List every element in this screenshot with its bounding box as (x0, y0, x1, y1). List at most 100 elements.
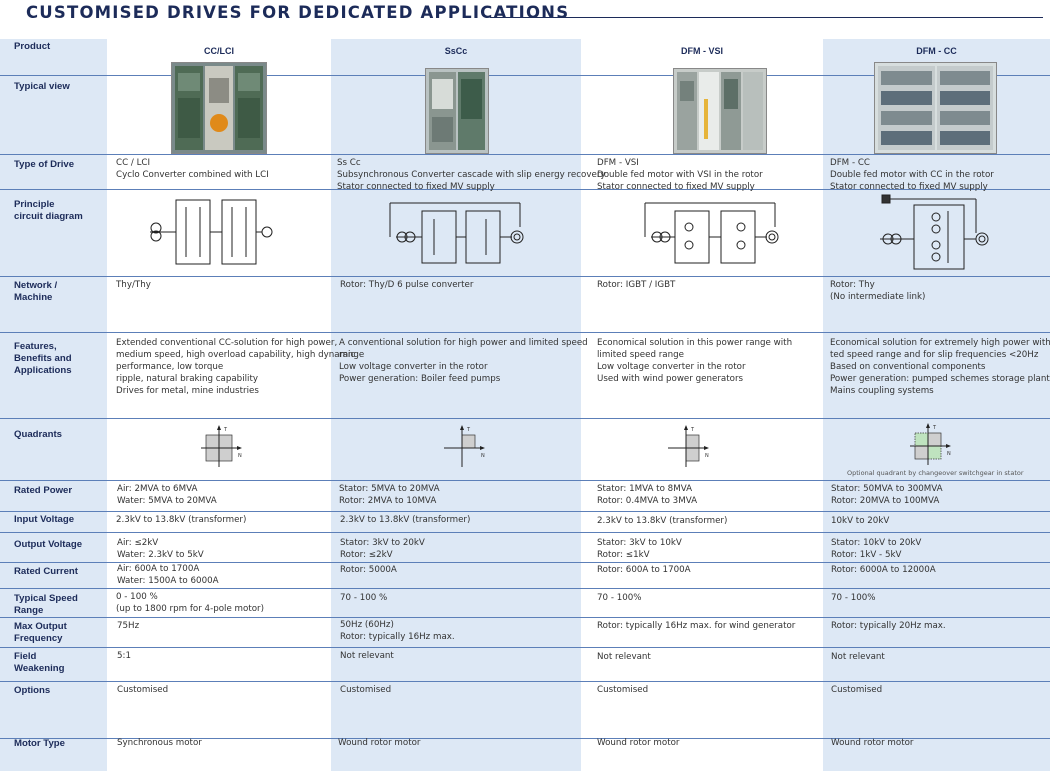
cell-line: Air: ≤2kV (117, 538, 159, 548)
cell-line: Stator connected to fixed MV supply (597, 182, 755, 192)
cell-input-voltage: 2.3kV to 13.8kV (transformer) (597, 515, 727, 527)
row-divider (0, 418, 1050, 419)
cell-line: Rotor: 0.4MVA to 3MVA (597, 496, 698, 506)
row-divider (0, 647, 1050, 648)
cell-line: Wound rotor motor (597, 738, 680, 748)
cell-rated-current: Rotor: 6000A to 12000A (831, 564, 936, 576)
label-speed-range: Typical Speed Range (14, 593, 106, 617)
cell-line: Used with wind power generators (597, 374, 744, 384)
label-motor-type: Motor Type (14, 738, 65, 749)
quadrant-diagram-dfm-vsi: T N (668, 425, 709, 467)
label-line: circuit diagram (14, 211, 83, 222)
header-sscc: SsCc (444, 46, 468, 56)
cell-line: Rotor: 5000A (340, 565, 397, 575)
t-axis-label: T (466, 427, 471, 433)
cell-options: Customised (117, 684, 168, 696)
label-output-voltage: Output Voltage (14, 539, 83, 550)
cell-rated-current: Rotor: 5000A (340, 564, 397, 576)
cell-type: DFM - CC Double fed motor with CC in the… (830, 157, 994, 193)
cell-line: Subsynchronous Converter cascade with sl… (337, 170, 606, 180)
title-underline (490, 17, 1043, 18)
label-line: Field (14, 651, 37, 662)
row-divider (0, 75, 1050, 76)
label-line: Max Output (14, 621, 67, 632)
cell-output-voltage: Stator: 10kV to 20kV Rotor: 1kV - 5kV (831, 537, 921, 561)
label-line: Benefits and (14, 353, 72, 364)
cell-max-frequency: 75Hz (117, 620, 139, 632)
cell-type: CC / LCI Cyclo Converter combined with L… (116, 157, 269, 181)
cell-field-weakening: Not relevant (597, 651, 651, 663)
label-line: Principle (14, 199, 55, 210)
cell-line: Stator: 5MVA to 20MVA (339, 484, 440, 494)
label-type-of-drive: Type of Drive (14, 159, 75, 170)
quadrant-diagram-cc-lci: T N (201, 425, 242, 467)
row-divider (0, 617, 1050, 618)
label-features: Features, Benefits and Applications (14, 341, 106, 377)
label-quadrants: Quadrants (14, 429, 62, 440)
cell-network: Thy/Thy (116, 279, 151, 291)
cell-line: Rotor: ≤1kV (597, 550, 650, 560)
label-line: Weakening (14, 663, 65, 674)
label-line: Applications (14, 365, 72, 376)
n-axis-label: N (947, 451, 951, 457)
t-axis-label: T (223, 427, 228, 433)
cell-input-voltage: 2.3kV to 13.8kV (transformer) (116, 514, 246, 526)
cell-field-weakening: 5:1 (117, 650, 131, 662)
label-rated-current: Rated Current (14, 566, 78, 577)
cell-motor-type: Wound rotor motor (338, 737, 421, 749)
t-axis-label: T (932, 425, 937, 431)
cell-features: Extended conventional CC-solution for hi… (116, 337, 355, 397)
cell-line: A conventional solution for high power a… (339, 338, 588, 348)
label-line: Features, (14, 341, 57, 352)
row-divider (0, 532, 1050, 533)
cell-line: Rotor: 2MVA to 10MVA (339, 496, 437, 506)
quadrant-diagram-sscc: T N (444, 425, 485, 467)
cell-max-frequency: 50Hz (60Hz) Rotor: typically 16Hz max. (340, 619, 455, 643)
cell-line: (up to 1800 rpm for 4-pole motor) (116, 604, 265, 614)
cell-line: Economical solution for extremely high p… (830, 338, 1050, 348)
header-dfm-cc: DFM - CC (916, 46, 957, 56)
cell-motor-type: Wound rotor motor (831, 737, 914, 749)
cell-line: Stator: 1MVA to 8MVA (597, 484, 693, 494)
cell-line: Double fed motor with VSI in the rotor (597, 170, 763, 180)
cell-line: limited speed range (597, 350, 684, 360)
cell-speed-range: 70 - 100% (597, 592, 642, 604)
cell-options: Customised (340, 684, 391, 696)
cell-line: Water: 1500A to 6000A (117, 576, 219, 586)
circuit-diagram-dfm-cc (880, 194, 989, 270)
column-dfm-cc (823, 39, 1050, 771)
cell-line: Rotor: typically 16Hz max. for wind gene… (597, 621, 796, 631)
column-sscc (331, 39, 581, 771)
cell-line: Power generation: pumped schemes storage… (830, 374, 1050, 384)
comparison-table: Product Typical view Type of Drive Princ… (0, 39, 1050, 771)
cell-speed-range: 0 - 100 % (up to 1800 rpm for 4-pole mot… (116, 591, 264, 615)
cell-output-voltage: Stator: 3kV to 20kV Rotor: ≤2kV (340, 537, 425, 561)
cell-line: Stator: 50MVA to 300MVA (831, 484, 943, 494)
cell-line: Air: 600A to 1700A (117, 564, 200, 574)
cell-line: Wound rotor motor (831, 738, 914, 748)
cell-line: Stator connected to fixed MV supply (830, 182, 988, 192)
cell-line: Wound rotor motor (338, 738, 421, 748)
cell-line: Drives for metal, mine industries (116, 386, 259, 396)
label-line: Frequency (14, 633, 63, 644)
label-column (0, 39, 107, 771)
cell-line: Rotor: 6000A to 12000A (831, 565, 936, 575)
cell-field-weakening: Not relevant (831, 651, 885, 663)
cell-motor-type: Wound rotor motor (597, 737, 680, 749)
cell-network: Rotor: Thy/D 6 pulse converter (340, 279, 473, 291)
label-typical-view: Typical view (14, 81, 70, 92)
cell-max-frequency: Rotor: typically 16Hz max. for wind gene… (597, 620, 795, 632)
cabinet-photo-cc-lci (171, 62, 267, 154)
label-options: Options (14, 685, 51, 696)
cell-line: Mains coupling systems (830, 386, 934, 396)
label-input-voltage: Input Voltage (14, 514, 75, 525)
cell-line: Based on conventional components (830, 362, 986, 372)
cell-line: Water: 2.3kV to 5kV (117, 550, 204, 560)
cell-line: DFM - VSI (597, 158, 639, 168)
n-axis-label: N (705, 453, 709, 459)
cell-line: performance, low torque (116, 362, 224, 372)
cell-features: A conventional solution for high power a… (339, 337, 588, 385)
cell-line: 75Hz (117, 621, 140, 631)
cell-line: 50Hz (60Hz) (340, 620, 394, 630)
label-product: Product (14, 41, 51, 52)
